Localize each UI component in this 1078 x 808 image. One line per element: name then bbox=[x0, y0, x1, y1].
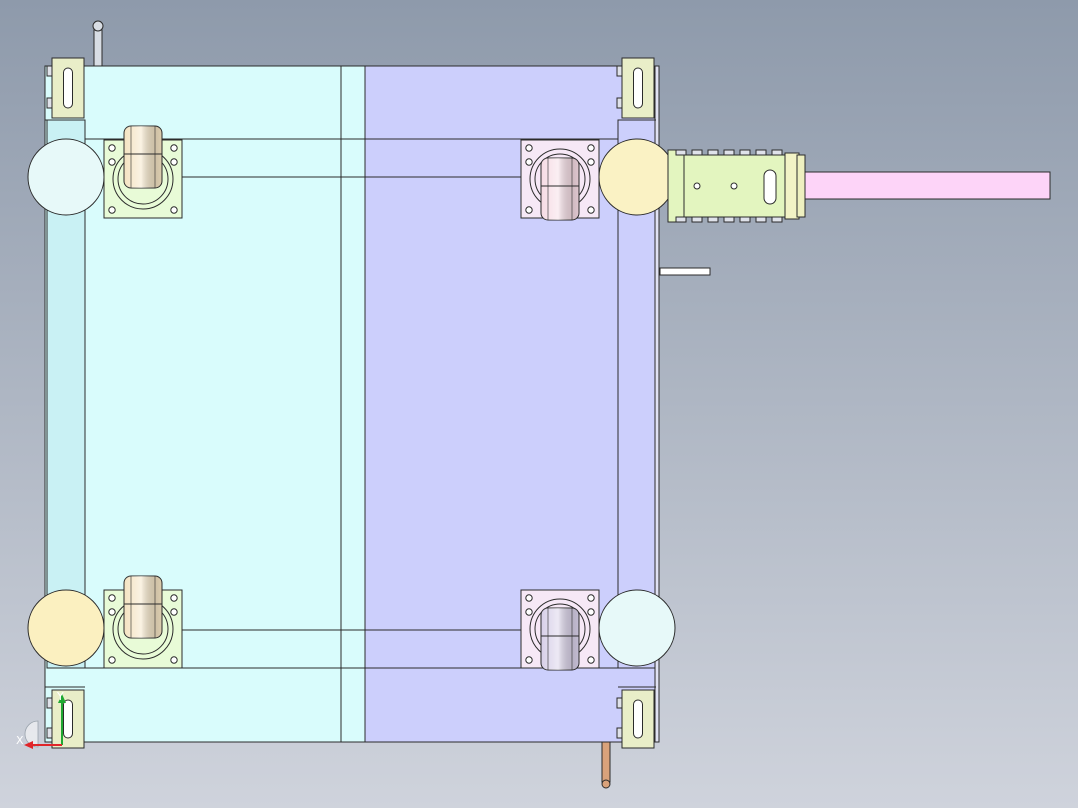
caster-top-right-bolt-hole-0 bbox=[525, 144, 533, 152]
caster-top-left-bolt-hole-0 bbox=[108, 144, 116, 152]
handle-mount-flange bbox=[667, 149, 685, 223]
caster-bottom-right bbox=[520, 589, 600, 671]
corner-bracket-bottom-left bbox=[46, 689, 85, 749]
triad-x-label: X bbox=[16, 734, 24, 747]
caster-bottom-left-bolt-hole-1 bbox=[170, 594, 178, 602]
handle-bracket-tab-1 bbox=[691, 216, 703, 223]
caster-bottom-right-bolt-hole-4 bbox=[525, 608, 533, 616]
caster-bottom-left-bolt-hole-5 bbox=[170, 608, 178, 616]
corner-bracket-bottom-left-tab-a bbox=[46, 697, 53, 709]
handle-bracket-tab-top-5 bbox=[755, 149, 767, 156]
caster-top-right-bolt-hole-2 bbox=[525, 206, 533, 214]
caster-bottom-left-bolt-hole-4 bbox=[108, 608, 116, 616]
caster-bottom-right-bolt-hole-3 bbox=[587, 656, 595, 664]
bottom-pin-tip bbox=[601, 779, 611, 789]
handle-bracket-tab-5 bbox=[755, 216, 767, 223]
bumper-bottom-right bbox=[598, 589, 676, 667]
caster-top-right-bolt-hole-3 bbox=[587, 206, 595, 214]
top-pin-shaft bbox=[93, 29, 103, 67]
handle-hole-a bbox=[693, 182, 701, 190]
caster-bottom-right-wheel bbox=[540, 607, 580, 671]
corner-bracket-top-left-tab-a bbox=[46, 65, 53, 77]
triad-y-label: Y bbox=[56, 690, 64, 703]
corner-bracket-top-right-slot bbox=[633, 67, 643, 109]
caster-top-right-bolt-hole-5 bbox=[587, 158, 595, 166]
bumper-top-right bbox=[598, 138, 676, 216]
caster-top-right bbox=[520, 139, 600, 221]
corner-bracket-bottom-right-tab-b bbox=[616, 727, 623, 739]
cart-model[interactable] bbox=[27, 20, 1051, 789]
caster-top-left-bolt-hole-4 bbox=[108, 158, 116, 166]
caster-bottom-right-bolt-hole-1 bbox=[587, 594, 595, 602]
bumper-bottom-left bbox=[27, 589, 105, 667]
caster-top-right-bolt-hole-1 bbox=[587, 144, 595, 152]
handle-bracket-tab-2 bbox=[707, 216, 719, 223]
handle-bracket-tab-6 bbox=[771, 216, 783, 223]
handle-bracket-tab-top-6 bbox=[771, 149, 783, 156]
caster-top-left-wheel-shade bbox=[124, 126, 162, 188]
corner-bracket-bottom-right-slot bbox=[633, 699, 643, 739]
handle-bracket-tab-top-2 bbox=[707, 149, 719, 156]
caster-bottom-left-wheel-shade bbox=[124, 576, 162, 638]
handle-bracket-tab-top-3 bbox=[723, 149, 735, 156]
caster-bottom-left-bolt-hole-0 bbox=[108, 594, 116, 602]
caster-top-left bbox=[103, 125, 183, 219]
caster-bottom-right-bolt-hole-5 bbox=[587, 608, 595, 616]
caster-top-left-bolt-hole-5 bbox=[170, 158, 178, 166]
corner-bracket-bottom-right-tab-a bbox=[616, 697, 623, 709]
bottom-pin-shaft bbox=[601, 741, 611, 783]
caster-bottom-left-bolt-hole-2 bbox=[108, 656, 116, 664]
caster-bottom-right-wheel-shade bbox=[541, 608, 579, 670]
corner-bracket-top-left-tab-b bbox=[46, 97, 53, 109]
caster-top-left-bolt-hole-2 bbox=[108, 206, 116, 214]
bottom-pin bbox=[601, 741, 611, 789]
side-rod bbox=[659, 267, 711, 276]
corner-bracket-top-right-tab-b bbox=[616, 97, 623, 109]
corner-bracket-bottom-left-tab-b bbox=[46, 727, 53, 739]
caster-bottom-right-bolt-hole-2 bbox=[525, 656, 533, 664]
bumper-top-left bbox=[27, 138, 105, 216]
top-pin-head bbox=[92, 20, 104, 32]
corner-bracket-top-left bbox=[46, 57, 85, 119]
corner-bracket-top-right bbox=[616, 57, 655, 119]
triad-x-arrow bbox=[24, 741, 33, 749]
caster-top-left-bolt-hole-3 bbox=[170, 206, 178, 214]
corner-bracket-top-right-tab-a bbox=[616, 65, 623, 77]
caster-bottom-right-bolt-hole-0 bbox=[525, 594, 533, 602]
corner-bracket-bottom-right bbox=[616, 689, 655, 749]
top-pin bbox=[92, 20, 104, 67]
caster-top-right-wheel bbox=[540, 157, 580, 221]
caster-top-right-wheel-shade bbox=[541, 158, 579, 220]
handle-hole-b bbox=[730, 182, 738, 190]
handle-assembly bbox=[667, 149, 1051, 223]
corner-bracket-bottom-left-slot bbox=[63, 699, 73, 739]
caster-top-left-bolt-hole-1 bbox=[170, 144, 178, 152]
handle-bracket-tab-3 bbox=[723, 216, 735, 223]
handle-bracket-tab-4 bbox=[739, 216, 751, 223]
caster-bottom-left-wheel bbox=[123, 575, 163, 639]
handle-clamp-b bbox=[796, 154, 806, 218]
handle-bracket-tab-top-1 bbox=[691, 149, 703, 156]
handle-tube bbox=[804, 171, 1051, 200]
triad-y-arrow bbox=[58, 694, 66, 703]
handle-bracket-tab-0 bbox=[675, 216, 687, 223]
caster-top-left-wheel bbox=[123, 125, 163, 189]
center-divider-strip bbox=[340, 65, 366, 743]
triad-sphere-icon bbox=[24, 720, 39, 748]
caster-bottom-left bbox=[103, 575, 183, 669]
handle-bracket-tab-top-4 bbox=[739, 149, 751, 156]
handle-slot bbox=[763, 169, 777, 205]
right-edge-strip bbox=[654, 65, 660, 743]
handle-bracket-tab-top-0 bbox=[675, 149, 687, 156]
corner-bracket-top-left-slot bbox=[63, 67, 73, 109]
coordinate-triad: Y X bbox=[16, 690, 66, 749]
caster-bottom-left-bolt-hole-3 bbox=[170, 656, 178, 664]
caster-top-right-bolt-hole-4 bbox=[525, 158, 533, 166]
